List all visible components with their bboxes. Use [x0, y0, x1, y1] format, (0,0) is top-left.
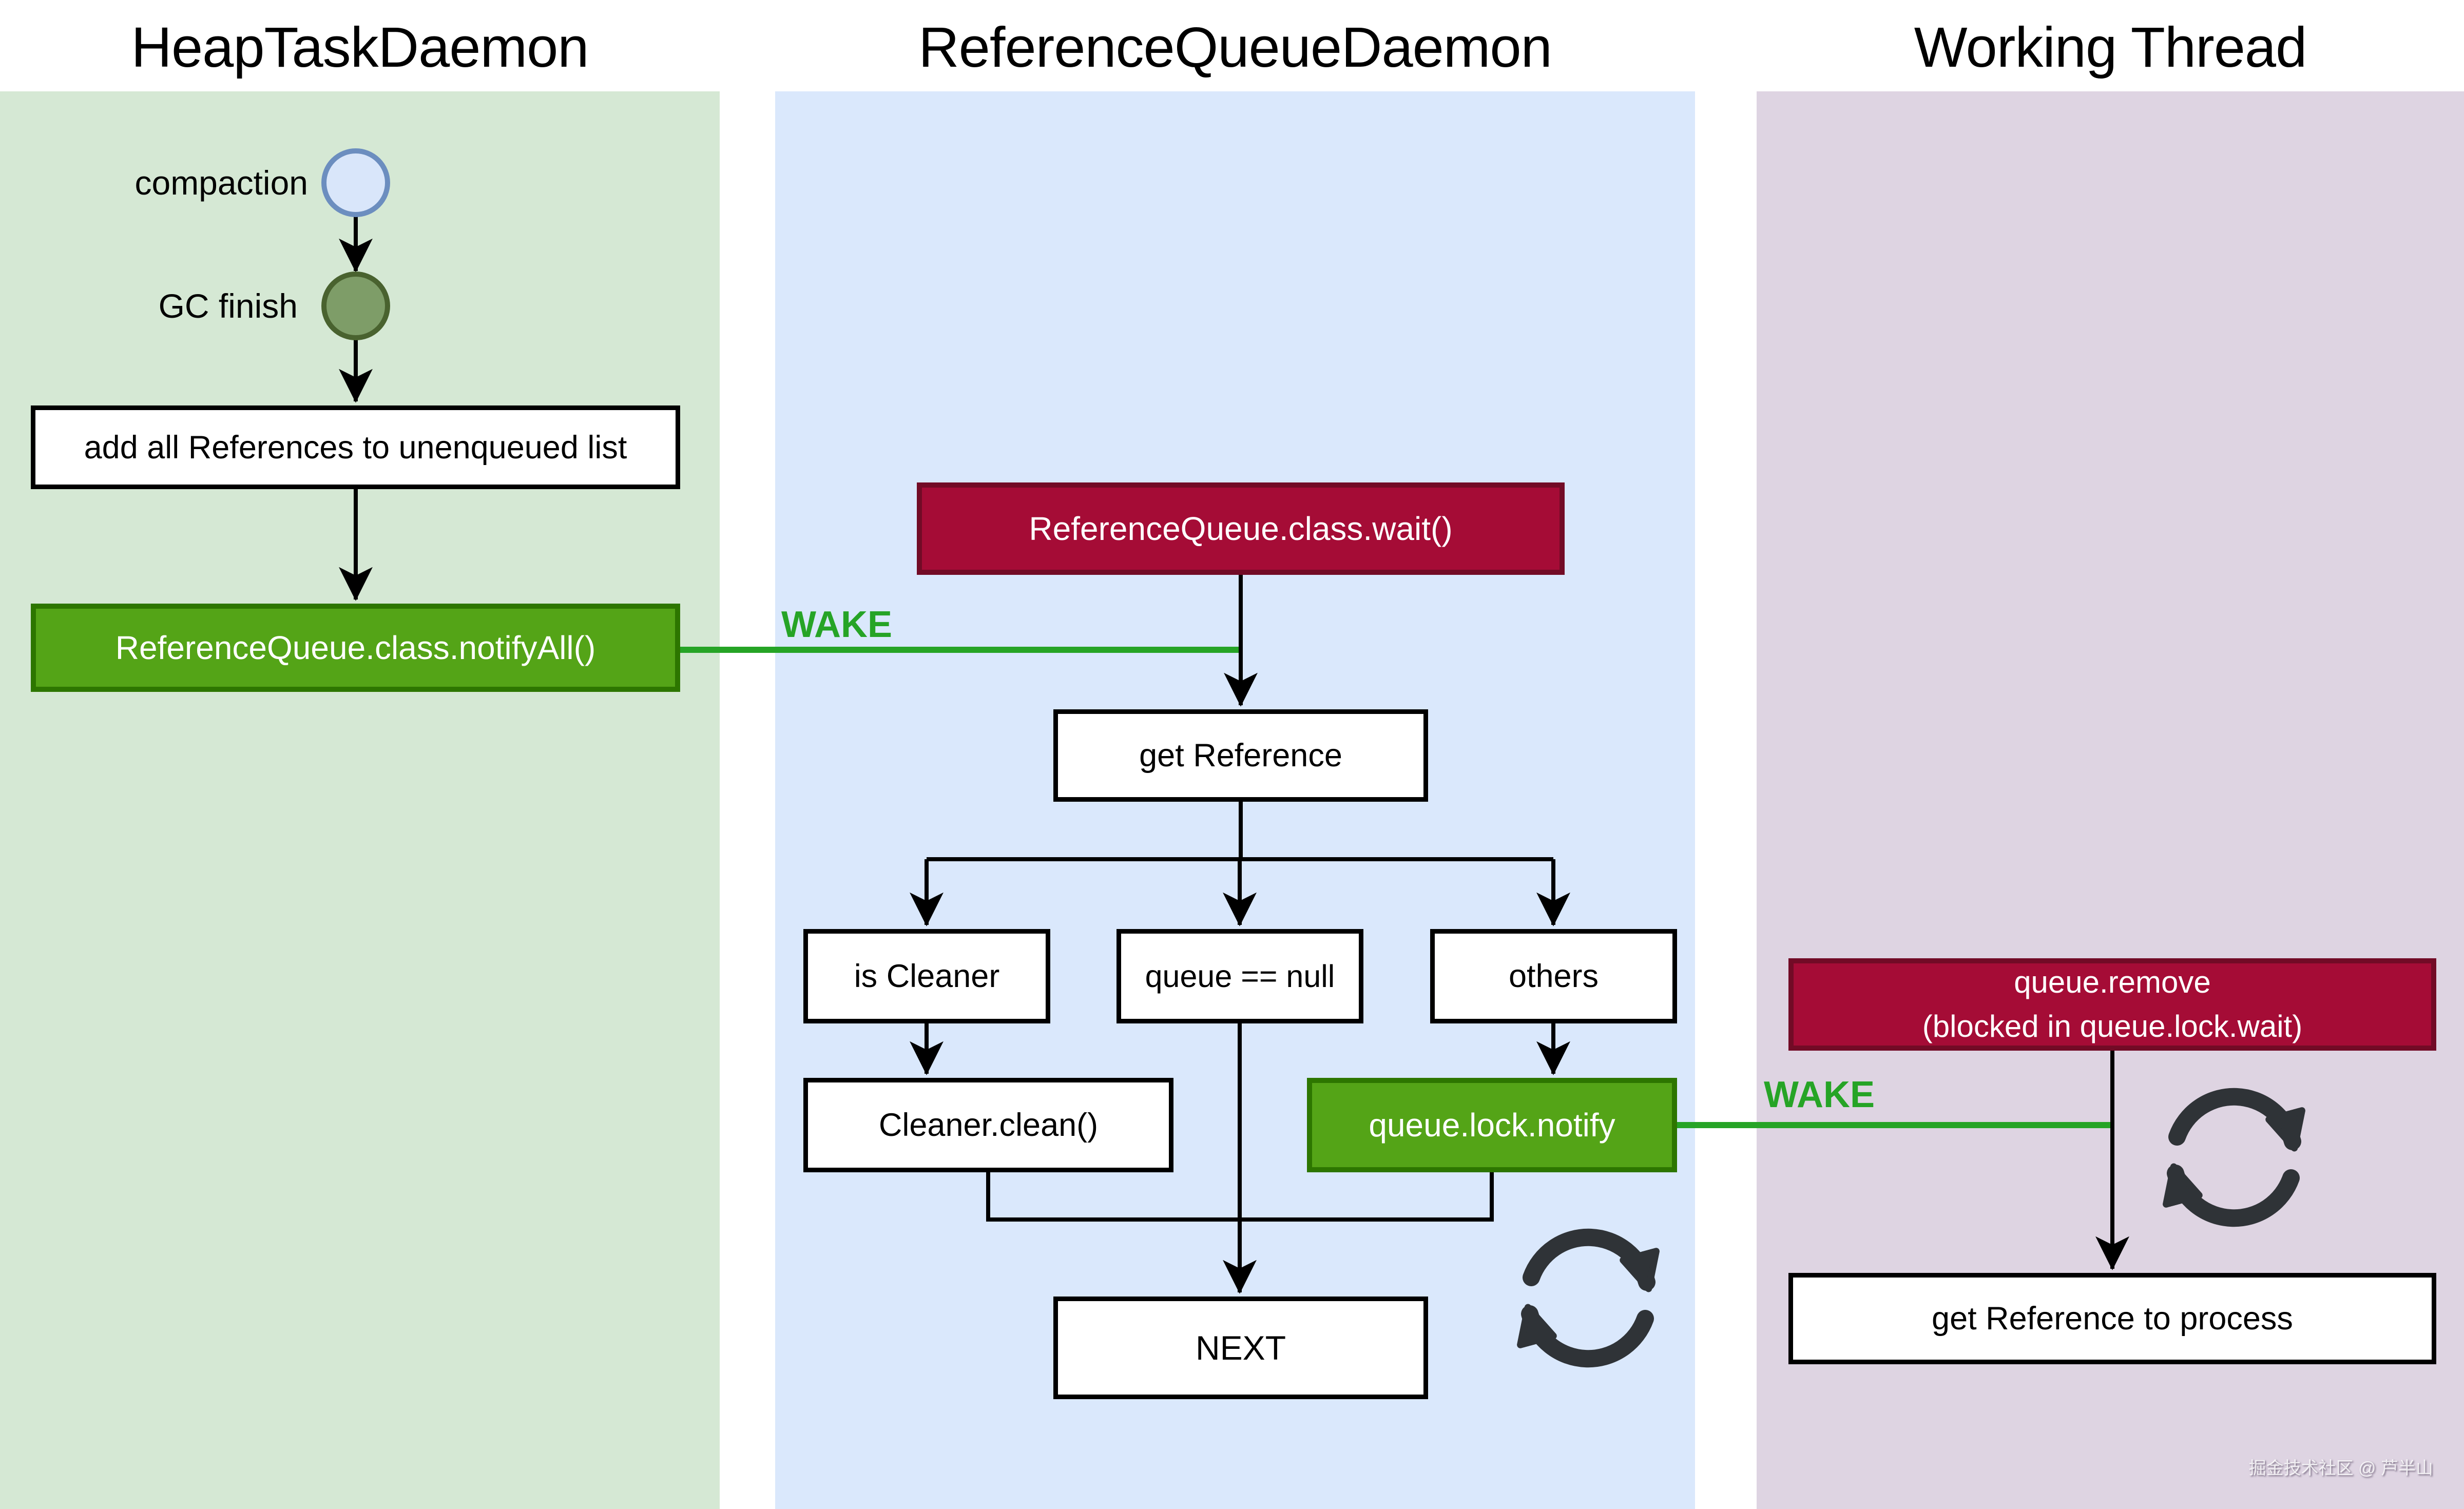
node-others: others: [1430, 929, 1677, 1023]
queue-remove-line1: queue.remove: [2014, 965, 2211, 999]
line-locknotify-merge: [1240, 1172, 1494, 1222]
compaction-label: compaction: [134, 164, 308, 202]
node-queue-lock-notify: queue.lock.notify: [1307, 1078, 1677, 1172]
node-get-reference: get Reference: [1053, 709, 1428, 802]
lane-title-heaptaskdaemon: HeapTaskDaemon: [131, 15, 589, 79]
node-referencequeue-notifyall: ReferenceQueue.class.notifyAll(): [31, 604, 680, 692]
compaction-start-circle-icon: [321, 148, 390, 217]
queue-remove-line2: (blocked in queue.lock.wait): [1922, 1009, 2303, 1043]
line-clean-merge: [986, 1172, 1240, 1222]
node-get-reference-to-process: get Reference to process: [1788, 1273, 2436, 1364]
node-referencequeue-wait: ReferenceQueue.class.wait(): [917, 482, 1565, 575]
lane-title-referencequeuedaemon: ReferenceQueueDaemon: [918, 15, 1552, 79]
node-next: NEXT: [1053, 1297, 1428, 1399]
node-add-references: add all References to unenqueued list: [31, 405, 680, 489]
cycle-arrows-icon-right: [2163, 1088, 2305, 1227]
gc-finish-label: GC finish: [158, 287, 298, 325]
lane-working-thread: [1757, 91, 2464, 1509]
node-queue-null: queue == null: [1116, 929, 1363, 1023]
wake-label-second: WAKE: [1764, 1074, 1875, 1115]
cycle-arrows-icon-middle: [1517, 1228, 1660, 1368]
node-is-cleaner: is Cleaner: [803, 929, 1050, 1023]
lane-title-working-thread: Working Thread: [1914, 15, 2307, 79]
gc-finish-circle-icon: [321, 272, 390, 340]
watermark-text: 掘金技术社区 @ 芦半山: [2248, 1459, 2433, 1478]
node-queue-remove: queue.remove (blocked in queue.lock.wait…: [1788, 958, 2436, 1051]
node-cleaner-clean: Cleaner.clean(): [803, 1078, 1173, 1172]
wake-label-first: WAKE: [781, 604, 892, 645]
